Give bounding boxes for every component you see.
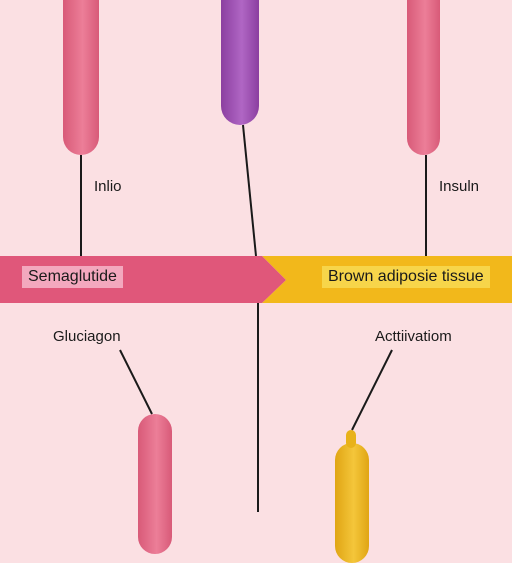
center-line-upper [242, 124, 257, 257]
label-bottom-left: Gluciagon [53, 328, 121, 345]
glucagon-pointer-line [119, 349, 153, 415]
label-bottom-right: Acttiivatiom [375, 328, 452, 345]
yellow-tube-bottom-right [335, 443, 369, 563]
band-label-brown-adipose: Brown adiposie tissue [322, 266, 490, 288]
center-connector [119, 124, 393, 512]
activation-pointer-line [351, 349, 393, 431]
yellow-tube-tip [346, 430, 356, 448]
connector-line-right [425, 155, 427, 256]
label-top-right: Insuln [439, 178, 480, 195]
purple-tube-top-center [221, 0, 259, 125]
band-label-semaglutide: Semaglutide [22, 266, 123, 288]
pink-tube-top-left [63, 0, 99, 155]
pink-tube-top-right [407, 0, 440, 155]
label-top-left: Inlio [94, 178, 122, 195]
pink-tube-bottom-left [138, 414, 172, 554]
pathway-band [0, 256, 512, 303]
connector-line-left [80, 155, 82, 256]
